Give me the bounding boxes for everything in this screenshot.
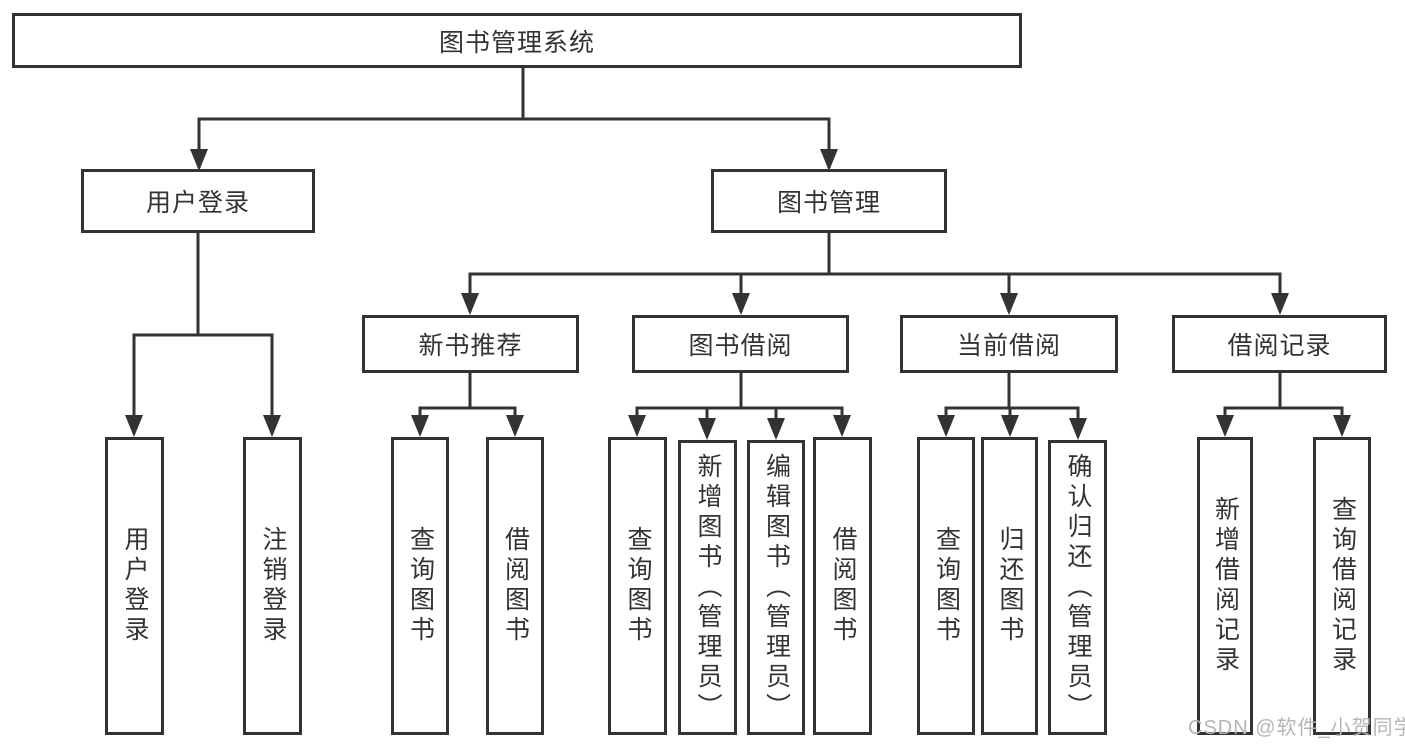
node-user-login-label: 用户登录 [145, 189, 250, 217]
node-new-book-recommendation: 新书推荐 [362, 315, 579, 373]
leaf-query-borrow-record-label: 查询借阅记录 [1328, 496, 1357, 676]
leaf-add-borrow-record-label: 新增借阅记录 [1211, 496, 1240, 676]
leaf-add-book-admin-label: 新增图书（管理员） [694, 452, 722, 723]
node-new-book-recommendation-label: 新书推荐 [418, 332, 523, 360]
connector-lines [132, 68, 1344, 437]
leaf-query-books-1-label: 查询图书 [406, 526, 435, 646]
leaf-user-login-label: 用户登录 [121, 526, 149, 646]
leaf-return-books-label: 归还图书 [996, 526, 1024, 646]
node-book-management-label: 图书管理 [776, 189, 881, 217]
node-user-login: 用户登录 [81, 169, 315, 233]
leaf-edit-book-admin: 编辑图书（管理员） [747, 440, 805, 735]
leaf-query-books-3-label: 查询图书 [932, 526, 961, 646]
csdn-watermark: CSDN @软件_小贺同学 [1188, 717, 1405, 739]
node-library-system: 图书管理系统 [12, 13, 1022, 68]
node-borrowing-records: 借阅记录 [1172, 315, 1387, 373]
node-current-borrowing-label: 当前借阅 [956, 332, 1061, 360]
leaf-query-books-2-label: 查询图书 [624, 526, 652, 646]
leaf-borrow-books-1-label: 借阅图书 [501, 526, 530, 646]
node-borrowing-records-label: 借阅记录 [1227, 332, 1332, 360]
node-library-system-label: 图书管理系统 [438, 28, 595, 57]
leaf-add-book-admin: 新增图书（管理员） [678, 440, 737, 735]
leaf-borrow-books-2: 借阅图书 [813, 437, 872, 735]
leaf-add-borrow-record: 新增借阅记录 [1197, 437, 1253, 735]
leaf-query-borrow-record: 查询借阅记录 [1313, 437, 1371, 735]
leaf-logout-label: 注销登录 [259, 526, 287, 646]
leaf-user-login: 用户登录 [105, 437, 164, 735]
node-book-management: 图书管理 [711, 169, 947, 233]
node-current-borrowing: 当前借阅 [900, 315, 1118, 373]
leaf-confirm-return-admin: 确认归还（管理员） [1048, 440, 1107, 735]
leaf-query-books-3: 查询图书 [917, 437, 975, 735]
leaf-query-books-1: 查询图书 [391, 437, 449, 735]
leaf-confirm-return-admin-label: 确认归还（管理员） [1064, 452, 1092, 723]
leaf-borrow-books-2-label: 借阅图书 [829, 526, 857, 646]
leaf-borrow-books-1: 借阅图书 [486, 437, 544, 735]
leaf-logout: 注销登录 [243, 437, 302, 735]
leaf-return-books: 归还图书 [981, 437, 1038, 735]
leaf-query-books-2: 查询图书 [608, 437, 667, 735]
node-book-borrowing: 图书借阅 [632, 315, 849, 373]
leaf-edit-book-admin-label: 编辑图书（管理员） [762, 452, 791, 723]
node-book-borrowing-label: 图书借阅 [688, 332, 793, 360]
connector-arrowheads [125, 149, 1351, 440]
